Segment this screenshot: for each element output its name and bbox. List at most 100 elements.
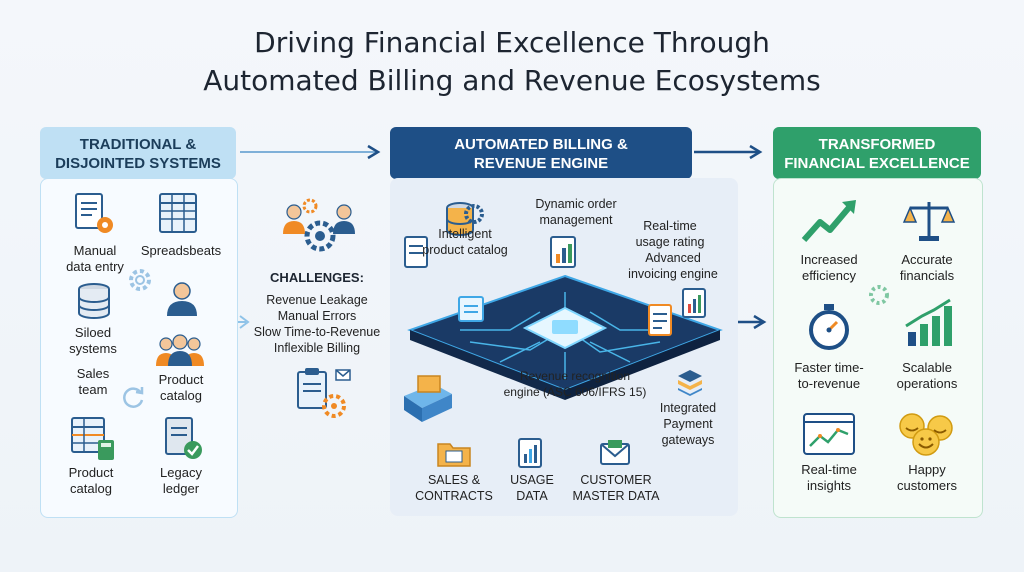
- engine-header-line-2: REVENUE ENGINE: [473, 155, 609, 172]
- traditional-item-label: Sales team: [50, 366, 136, 398]
- label-line: Sales: [76, 366, 110, 381]
- people-gears-icon: [283, 198, 355, 252]
- label-line: Advanced: [645, 251, 701, 265]
- label-line: MASTER DATA: [572, 489, 660, 503]
- engine-label-invoice: Advanced invoicing engine: [618, 250, 728, 282]
- label-line: Faster time-: [794, 360, 864, 375]
- label-line: Product: [158, 372, 204, 387]
- gear-icon: [869, 285, 889, 305]
- label-line: Legacy: [160, 465, 202, 480]
- traditional-header: TRADITIONAL & DISJOINTED SYSTEMS: [40, 127, 236, 179]
- label-line: USAGE: [510, 473, 554, 487]
- label-line: gateways: [661, 433, 715, 447]
- label-line: Increased: [800, 252, 858, 267]
- engine-input-label: CUSTOMER MASTER DATA: [568, 472, 664, 504]
- document-icon: [404, 236, 428, 268]
- refresh-icon: [123, 387, 144, 408]
- label-line: SALES &: [427, 473, 481, 487]
- trend-up-icon: [801, 200, 856, 242]
- label-line: CONTRACTS: [415, 489, 493, 503]
- label-line: Intelligent: [438, 227, 492, 241]
- traditional-item-label: Spreadsbeats: [136, 243, 226, 259]
- chart-document-icon: [550, 236, 576, 268]
- transformed-item-label: Scalable operations: [884, 360, 970, 392]
- traditional-header-line-1: TRADITIONAL &: [79, 136, 197, 153]
- engine-input-label: USAGE DATA: [500, 472, 564, 504]
- smiley-icon: [899, 413, 953, 456]
- stack-icon: [678, 370, 702, 396]
- transformed-item-label: Real-time insights: [786, 462, 872, 494]
- label-line: DATA: [516, 489, 548, 503]
- team-icon: [156, 334, 204, 366]
- gear-icon: [129, 269, 151, 291]
- traditional-item-label: Legacy ledger: [138, 465, 224, 497]
- engine-label-payment: Integrated Payment gateways: [648, 400, 728, 448]
- label-line: Happy: [908, 462, 946, 477]
- invoice-icon: [648, 304, 672, 336]
- label-line: team: [78, 382, 108, 397]
- clipboard-gears-icon: [297, 368, 351, 418]
- challenges-title: CHALLENGES:: [270, 270, 364, 285]
- traditional-panel: [40, 178, 238, 518]
- traditional-item-label: Product catalog: [48, 465, 134, 497]
- engine-input-label: SALES & CONTRACTS: [414, 472, 494, 504]
- label-line: Scalable: [902, 360, 952, 375]
- database-icon: [78, 283, 110, 319]
- label-line: to-revenue: [797, 376, 861, 391]
- label-line: systems: [69, 341, 117, 356]
- transformed-item-label: Happy customers: [884, 462, 970, 494]
- label-line: management: [539, 213, 613, 227]
- transformed-item-label: Increased efficiency: [786, 252, 872, 284]
- spreadsheet-icon: [159, 193, 197, 233]
- label-line: Revenue recognition: [519, 369, 631, 383]
- traditional-item-label: Manual data entry: [52, 243, 138, 275]
- label-line: data entry: [66, 259, 124, 274]
- label-line: insights: [806, 478, 852, 493]
- label-line: engine (ASC 606/IFRS 15): [503, 385, 647, 399]
- label-line: Siloed: [74, 325, 112, 340]
- transformed-header: TRANSFORMED FINANCIAL EXCELLENCE: [773, 127, 981, 179]
- label-line: usage rating: [635, 235, 705, 249]
- label-line: invoicing engine: [628, 267, 718, 281]
- challenge-item: Manual Errors: [277, 309, 357, 323]
- label-line: Dynamic order: [535, 197, 617, 211]
- label-line: Real-time: [643, 219, 697, 233]
- label-line: Manual: [73, 243, 117, 258]
- arrow-right-icon: [736, 314, 767, 330]
- challenge-item: Slow Time-to-Revenue: [253, 325, 381, 339]
- report-icon: [682, 288, 706, 318]
- balance-scale-icon: [902, 202, 956, 241]
- traditional-header-line-2: DISJOINTED SYSTEMS: [55, 155, 221, 172]
- engine-platform-icon: [407, 274, 723, 400]
- engine-label-catalog: Intelligent product catalog: [418, 226, 512, 258]
- transformed-item-label: Accurate financials: [884, 252, 970, 284]
- transformed-header-line-2: FINANCIAL EXCELLENCE: [784, 155, 970, 172]
- engine-label-usage: Real-time usage rating: [622, 218, 718, 250]
- label-line: Integrated: [659, 401, 717, 415]
- label-line: Real-time: [801, 462, 857, 477]
- label-line: Payment: [663, 417, 713, 431]
- engine-label-order: Dynamic order management: [524, 196, 628, 228]
- mail-icon: [600, 440, 630, 465]
- stopwatch-icon: [809, 304, 849, 350]
- label-line: financials: [899, 268, 955, 283]
- database-gear-icon: [446, 202, 484, 236]
- label-line: Product: [68, 465, 114, 480]
- screen-icon: [458, 296, 484, 322]
- engine-header: AUTOMATED BILLING & REVENUE ENGINE: [390, 127, 692, 179]
- engine-label-recognition: Revenue recognition engine (ASC 606/IFRS…: [500, 368, 650, 400]
- traditional-item-label: Siloed systems: [50, 325, 136, 357]
- transformed-header-line-1: TRANSFORMED: [818, 136, 936, 153]
- transformed-item-label: Faster time- to-revenue: [786, 360, 872, 392]
- label-line: Spreadsbeats: [140, 243, 222, 258]
- folder-icon: [437, 443, 471, 467]
- dashboard-icon: [803, 413, 855, 455]
- label-line: CUSTOMER: [580, 473, 652, 487]
- label-line: catalog: [160, 388, 202, 403]
- label-line: customers: [897, 478, 957, 493]
- challenge-item: Revenue Leakage: [266, 293, 368, 307]
- document-gear-icon: [75, 193, 113, 233]
- label-line: Accurate: [901, 252, 953, 267]
- label-line: product catalog: [422, 243, 508, 257]
- ledger-check-icon: [165, 417, 202, 459]
